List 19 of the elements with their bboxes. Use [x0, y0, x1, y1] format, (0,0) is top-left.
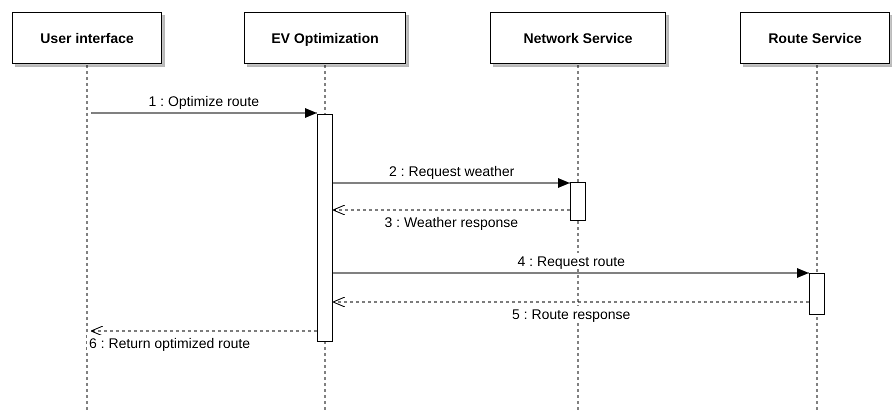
participant-box: User interface: [12, 12, 162, 64]
message-arrow: [90, 108, 318, 118]
participant-box: Network Service: [490, 12, 666, 64]
edge-label: 6 : Return optimized route: [87, 335, 252, 351]
activation-bar: [570, 182, 586, 221]
activation-bar: [317, 114, 333, 342]
participant-box: Route Service: [740, 12, 890, 64]
message-arrow: [332, 268, 810, 278]
activation-bar: [809, 273, 825, 315]
edge-label: 5 : Route response: [510, 306, 632, 322]
message-arrow: [90, 326, 318, 336]
edge-label: 1 : Optimize route: [146, 93, 261, 109]
message-arrow: [332, 204, 570, 216]
message-arrow: [332, 178, 570, 188]
edge-label: 4 : Request route: [516, 253, 627, 269]
message-arrow: [332, 296, 810, 308]
participant-box: EV Optimization: [244, 12, 406, 64]
edge-label: 2 : Request weather: [387, 163, 516, 179]
edge-label: 3 : Weather response: [382, 214, 520, 230]
